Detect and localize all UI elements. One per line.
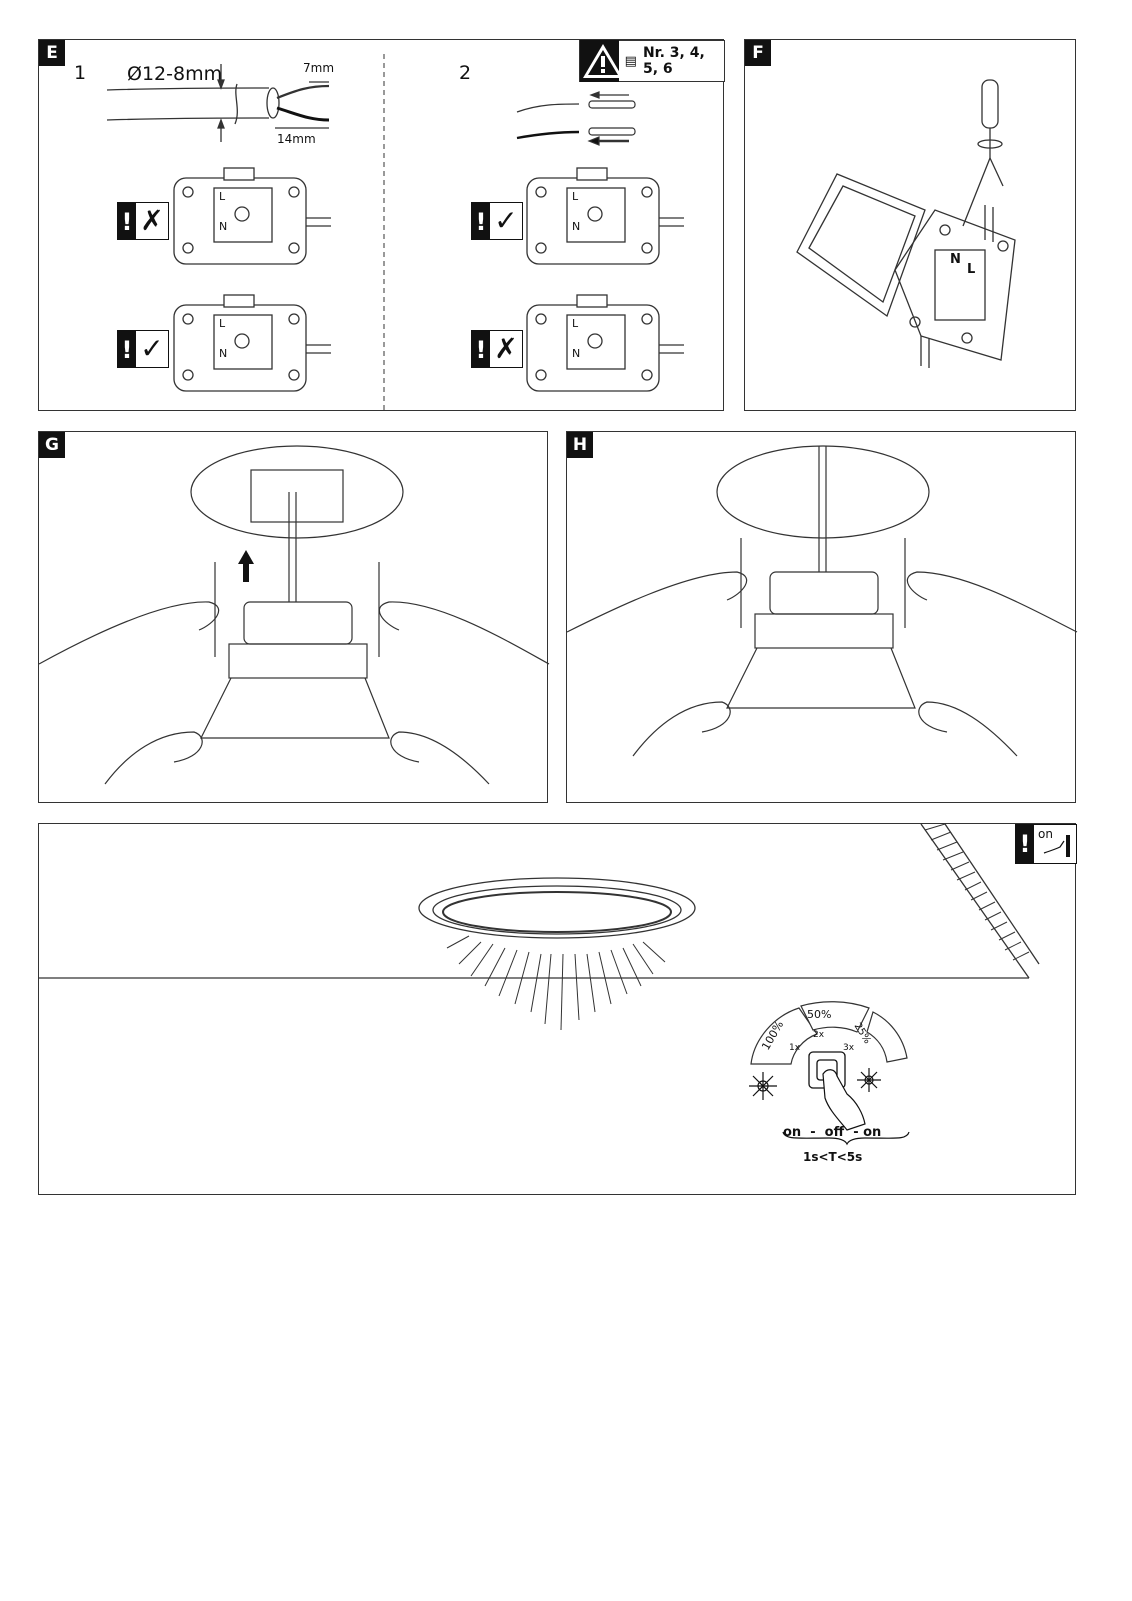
panel-h: H (566, 431, 1078, 803)
junction-box-4 (526, 294, 684, 392)
panel-label-f: F (745, 40, 771, 66)
press-1x: 1x (789, 1043, 801, 1053)
panel-label-h: H (567, 432, 593, 458)
switch-hand-icon (1043, 835, 1070, 857)
screwdriver-icon (962, 79, 1004, 227)
level-50: 50% (807, 1008, 832, 1021)
step-number-2: 2 (459, 62, 472, 84)
strip-length-long: 14mm (277, 132, 316, 146)
light-rays (446, 935, 666, 1031)
junction-box-3 (526, 167, 684, 265)
warning-triangle-icon (580, 40, 623, 82)
switch-sequence: on - off - on (783, 1125, 882, 1140)
switch-timing: 1s<T<5s (803, 1150, 863, 1164)
panel-e: E 1 2 Ø12-8mm 7mm 14mm ▤ Nr. 3, 4, 5, 6 (38, 39, 725, 412)
step-number-1: 1 (74, 62, 87, 84)
terminal-label-n-1: N (219, 220, 228, 233)
strip-length-short: 7mm (303, 61, 335, 75)
terminal-label-n-4: N (572, 347, 581, 360)
terminal-label-n-f: N (950, 252, 961, 267)
terminal-label-n-3: N (572, 220, 581, 233)
wall-hatching (924, 823, 1030, 961)
instructions-reference: ▤ Nr. 3, 4, 5, 6 (579, 40, 725, 82)
panel-label-g: G (39, 432, 65, 458)
downlight-removal-illustration (38, 445, 550, 785)
wrong-badge-2: ! ✗ (471, 330, 523, 368)
cable-strip-diagram (106, 64, 330, 142)
light-burst-icon (749, 1068, 881, 1100)
switch-on-badge: ! on (1015, 824, 1077, 864)
panel-label-e: E (39, 40, 65, 66)
terminal-label-l-3: L (572, 190, 579, 203)
junction-box-1 (173, 167, 331, 265)
press-3x: 3x (843, 1043, 855, 1053)
ceiling-light-illustration (39, 823, 1040, 1146)
document-icon: ▤ (624, 53, 637, 68)
terminal-label-l-1: L (219, 190, 226, 203)
reference-numbers: Nr. 3, 4, 5, 6 (642, 45, 705, 77)
terminal-label-l-f: L (967, 262, 976, 277)
downlight-insertion-illustration (566, 445, 1078, 757)
wire-insertion-diagram (516, 91, 636, 146)
terminal-label-l-4: L (572, 317, 579, 330)
panel-f: F N L (744, 39, 1076, 411)
cable-diameter-label: Ø12-8mm (127, 63, 223, 85)
hand-icon (822, 1069, 866, 1131)
opened-junction-box-illustration (796, 79, 1016, 368)
sequence-brace (782, 1131, 910, 1146)
terminal-label-n-2: N (219, 347, 228, 360)
junction-box-2 (173, 294, 331, 392)
up-arrow-icon (238, 550, 254, 582)
dimmer-arc (750, 1001, 908, 1065)
press-2x: 2x (813, 1030, 825, 1040)
on-label: on (1038, 827, 1053, 841)
wiring-illustration (106, 54, 684, 412)
panel-dimming: 100% 50% 25% 1x 2x 3x on - off - on 1s<T… (38, 823, 1077, 1195)
right-badge-2: ! ✓ (471, 202, 523, 240)
wrong-badge-1: ! ✗ (117, 202, 169, 240)
panel-g: G (38, 431, 550, 803)
right-badge-1: ! ✓ (117, 330, 169, 368)
terminal-label-l-2: L (219, 317, 226, 330)
